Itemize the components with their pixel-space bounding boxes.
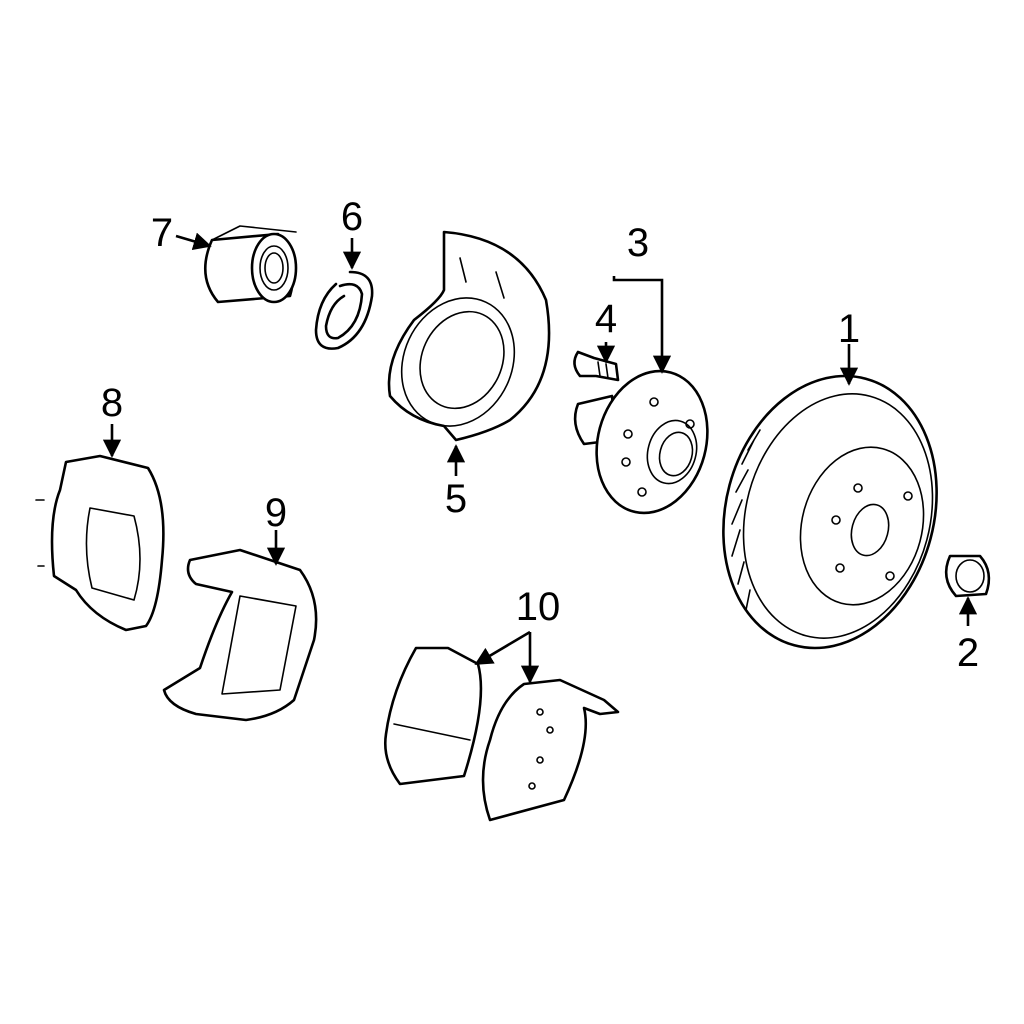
part-6-snap-ring[interactable] <box>314 270 374 350</box>
part-3-wheel-hub[interactable] <box>573 358 723 525</box>
leader-7 <box>175 232 212 251</box>
part-10-brake-pads[interactable] <box>384 646 620 822</box>
callout-4: 4 <box>595 297 617 341</box>
part-8-brake-caliper[interactable] <box>35 454 165 632</box>
part-5-splash-shield[interactable] <box>381 230 551 445</box>
callout-3: 3 <box>627 221 649 265</box>
callout-1: 1 <box>838 307 860 351</box>
part-1-brake-rotor[interactable] <box>694 352 966 672</box>
part-7-wheel-bearing[interactable] <box>203 225 298 304</box>
callout-2: 2 <box>957 631 979 675</box>
part-2-lug-nut[interactable] <box>944 554 991 598</box>
callout-7: 7 <box>151 211 173 255</box>
leader-lines <box>102 232 978 684</box>
part-9-caliper-bracket[interactable] <box>162 548 318 722</box>
callout-10: 10 <box>516 585 561 629</box>
callout-5: 5 <box>445 477 467 521</box>
callout-labels: 1 2 3 4 5 6 7 8 9 10 <box>101 195 979 675</box>
leader-10a <box>474 630 531 666</box>
callout-6: 6 <box>341 195 363 239</box>
part-4-wheel-stud[interactable] <box>573 350 620 382</box>
leader-3a <box>612 276 672 374</box>
callout-8: 8 <box>101 381 123 425</box>
callout-9: 9 <box>265 491 287 535</box>
